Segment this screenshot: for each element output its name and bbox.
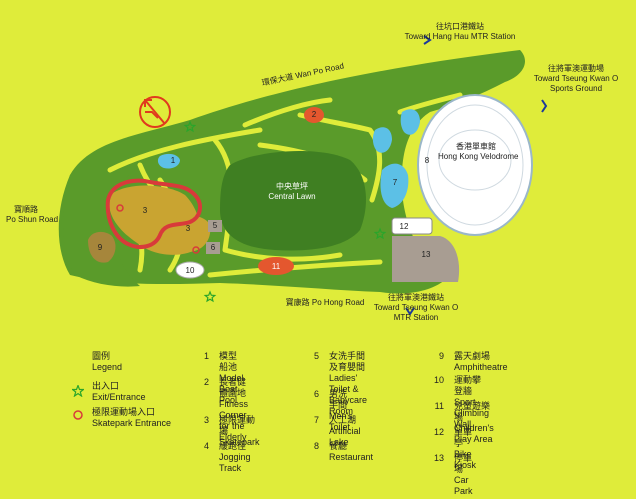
legend-item-zh: 單車亭 xyxy=(454,427,473,448)
artificial-lake xyxy=(380,163,409,208)
direction-arrow-icon xyxy=(423,35,432,45)
skatepark-entrance-circle-icon xyxy=(192,246,200,254)
entrance-star-icon xyxy=(72,385,84,397)
map-number: 6 xyxy=(210,243,216,252)
park-area-west xyxy=(63,160,150,287)
central-lawn xyxy=(220,150,366,251)
skatepark-entrance-circle-icon xyxy=(116,204,124,212)
restaurant xyxy=(258,257,294,275)
map-number: 7 xyxy=(392,178,398,187)
legend-item-zh: 人工湖 xyxy=(329,415,357,425)
legend-item-number: 1 xyxy=(203,351,209,361)
direction-arrow-icon xyxy=(541,99,548,113)
legend-item-zh: 長者健體園地 xyxy=(219,377,247,398)
map-number: 3 xyxy=(142,206,148,215)
map-number: 9 xyxy=(97,243,103,252)
map-number: 13 xyxy=(421,250,431,259)
map-number: 5 xyxy=(212,221,218,230)
legend-item-zh: 運動攀登牆 xyxy=(454,375,482,396)
legend-item-zh: 女洗手間及育嬰間 xyxy=(329,351,366,372)
map-number: 11 xyxy=(271,262,281,271)
legend-item-en: Sport Climbing Wall xyxy=(454,397,490,429)
legend-item-number: 10 xyxy=(433,375,444,385)
legend-item-number: 8 xyxy=(313,441,319,451)
legend-item-zh: 緩跑徑 xyxy=(219,441,247,451)
legend-item-en: Artificial Lake xyxy=(329,426,361,447)
legend-item-number: 12 xyxy=(433,427,444,437)
map-number: 1 xyxy=(170,156,176,165)
legend-item-number: 6 xyxy=(313,389,319,399)
legend-item-zh: 露天劇場 xyxy=(454,351,491,361)
legend-item-number: 9 xyxy=(438,351,444,361)
legend-item-en2: for the Elderly xyxy=(219,421,247,442)
legend-item-zh: 極限運動場 xyxy=(219,415,256,436)
legend-item-number: 7 xyxy=(313,415,319,425)
legend-item-number: 5 xyxy=(313,351,319,361)
jogging-track xyxy=(105,178,202,249)
legend-item-en2: Babycare Room xyxy=(329,395,368,416)
entrance-star-icon xyxy=(373,227,387,240)
bike-kiosk xyxy=(391,217,433,235)
mens-toilet xyxy=(206,242,220,254)
legend-item-en: Amphitheatre xyxy=(454,362,508,372)
label-po-hong-road: 寶康路 Po Hong Road xyxy=(285,298,365,307)
legend-item-number: 11 xyxy=(434,401,444,411)
park-map xyxy=(58,35,548,316)
legend-item-zh: 模型船池 xyxy=(219,351,238,372)
legend-item-en: Bike Kiosk xyxy=(454,449,477,470)
fitness-corner xyxy=(304,107,324,123)
legend-item-en: Model Boat Pool xyxy=(219,373,244,405)
model-boat-pool xyxy=(157,153,180,169)
legend-item-number: 3 xyxy=(203,415,209,425)
legend-item-en: Children's Play Area xyxy=(454,423,494,444)
legend-item-en: Fitness Corner xyxy=(219,399,249,420)
legend-item-zh: 餐廳 xyxy=(329,441,348,451)
entrance-star-icon xyxy=(183,120,197,133)
legend-item-en: Ladies' Toilet & xyxy=(329,373,359,394)
car-park xyxy=(392,236,460,282)
legend-item-number: 13 xyxy=(433,453,444,463)
direction-arrow-icon xyxy=(405,307,415,316)
entrance-star-icon xyxy=(203,290,217,303)
legend-item-en: Men's Toilet xyxy=(329,411,353,432)
velodrome-ring xyxy=(426,104,524,226)
legend-item-number: 2 xyxy=(203,377,209,387)
velodrome-inner xyxy=(438,129,512,191)
legend-item-en: Car Park xyxy=(454,475,473,496)
north-arrow-icon xyxy=(139,96,171,128)
legend-item-number: 4 xyxy=(203,441,209,451)
ladies-toilet xyxy=(208,220,222,232)
legend-item-en: Skatepark xyxy=(219,437,260,447)
map-number: 10 xyxy=(185,266,195,275)
map-number: 2 xyxy=(311,110,317,119)
map-number: 12 xyxy=(399,222,409,231)
legend-item-zh: 男洗手間 xyxy=(329,389,348,410)
climbing-wall xyxy=(175,261,205,279)
legend-item-zh: 兒童遊樂場 xyxy=(454,401,491,422)
amphitheatre xyxy=(88,231,116,263)
map-number: 8 xyxy=(424,156,430,165)
legend-item-en: Restaurant xyxy=(329,452,374,462)
legend-item-en: Jogging Track xyxy=(219,452,251,473)
lake-north xyxy=(372,127,392,153)
legend-item-zh: 停車場 xyxy=(454,453,473,474)
lake-east xyxy=(400,109,420,135)
map-number: 3 xyxy=(185,224,191,233)
skatepark-entrance-circle-icon xyxy=(73,410,83,420)
